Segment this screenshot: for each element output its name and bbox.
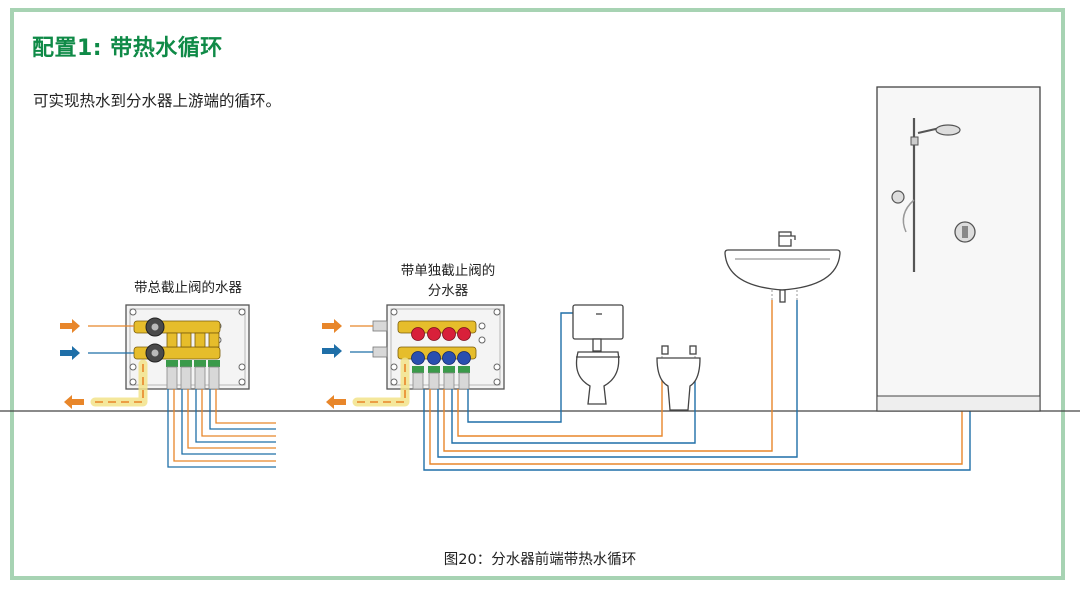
arrow-right-blue bbox=[322, 344, 342, 358]
label-manifold-single-valve-line2: 分水器 bbox=[427, 283, 469, 299]
label-manifold-main-valve: 带总截止阀的水器 bbox=[134, 280, 242, 296]
circulation-return-2 bbox=[357, 362, 406, 403]
arrow-right-orange bbox=[60, 319, 80, 333]
manifold-main-valve bbox=[125, 304, 250, 390]
arrow-left-orange bbox=[326, 395, 346, 409]
shower-cabin bbox=[876, 86, 1041, 412]
bidet bbox=[656, 345, 701, 411]
subtitle: 可实现热水到分水器上游端的循环。 bbox=[33, 92, 282, 110]
figure-caption: 图20：分水器前端带热水循环 bbox=[443, 552, 637, 568]
page-title: 配置1: 带热水循环 bbox=[32, 36, 223, 61]
arrow-right-orange bbox=[322, 319, 342, 333]
manifold-single-valve bbox=[372, 304, 505, 390]
arrow-right-blue bbox=[60, 346, 80, 360]
arrow-left-orange bbox=[64, 395, 84, 409]
toilet bbox=[572, 304, 624, 405]
washbasin bbox=[724, 231, 841, 303]
circulation-return-1 bbox=[95, 364, 144, 403]
pipes-manifold-1 bbox=[167, 389, 276, 468]
label-manifold-single-valve-line1: 带单独截止阀的 bbox=[400, 263, 496, 279]
